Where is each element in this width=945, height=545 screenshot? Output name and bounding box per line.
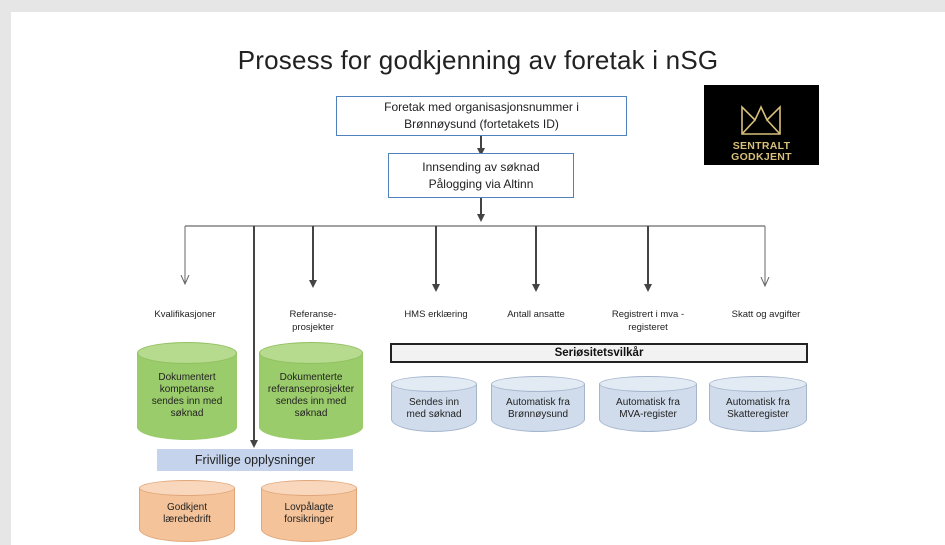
box-foretak-line1: Foretak med organisasjonsnummer i — [384, 100, 579, 114]
label-skatt: Skatt og avgifter — [731, 309, 801, 320]
label-ansatte: Antall ansatte — [507, 309, 565, 320]
cylinder-forsikringer: Lovpålagte forsikringer — [261, 480, 357, 542]
cylinder-kompetanse: Dokumentert kompetanse sendes inn med sø… — [137, 342, 237, 440]
label-mva-line1: Registrert i mva - — [611, 309, 685, 320]
cylinder-kompetanse-text: Dokumentert kompetanse sendes inn med sø… — [151, 372, 223, 419]
cylinder-sendes-inn-text: Sendes inn med søknad — [406, 397, 462, 420]
cylinder-laerebedrift: Godkjent lærebedrift — [139, 480, 235, 542]
frivillige-banner: Frivillige opplysninger — [157, 449, 353, 471]
cylinder-referanse-text: Dokumenterte referanseprosjekter sendes … — [267, 372, 355, 419]
cylinder-bronnoysund: Automatisk fra Brønnøysund — [491, 376, 585, 432]
connectors — [11, 134, 945, 448]
label-mva-line2: registeret — [628, 322, 668, 333]
cylinder-sendes-inn: Sendes inn med søknad — [391, 376, 477, 432]
cylinder-laerebedrift-text: Godkjent lærebedrift — [163, 502, 211, 525]
seriositet-banner: Seriøsitetsvilkår — [390, 343, 808, 363]
label-hms: HMS erklæring — [404, 309, 468, 320]
box-innsending-line2: Pålogging via Altinn — [428, 176, 534, 191]
label-kvalifikasjoner: Kvalifikasjoner — [154, 309, 216, 320]
cylinder-bronnoysund-text: Automatisk fra Brønnøysund — [506, 397, 570, 420]
box-foretak-line2: Brønnøysund (fortetakets ID) — [404, 117, 559, 131]
slide-title: Prosess for godkjenning av foretak i nSG — [237, 45, 719, 75]
cylinder-referanse: Dokumenterte referanseprosjekter sendes … — [259, 342, 363, 440]
cylinder-skatteregister-text: Automatisk fra Skatteregister — [726, 397, 790, 420]
cylinder-mva-register-text: Automatisk fra MVA-register — [616, 397, 680, 420]
cylinder-mva-register: Automatisk fra MVA-register — [599, 376, 697, 432]
cylinder-skatteregister: Automatisk fra Skatteregister — [709, 376, 807, 432]
cylinder-forsikringer-text: Lovpålagte forsikringer — [284, 502, 334, 525]
label-referanse: Referanse- prosjekter — [261, 308, 365, 334]
label-mva: Registrert i mva - registeret — [596, 308, 700, 334]
slide: Prosess for godkjenning av foretak i nSG… — [11, 12, 945, 545]
logo-text-sentralt: SENTRALT — [732, 140, 791, 152]
box-innsending: Innsending av søknad Pålogging via Altin… — [388, 153, 574, 198]
box-innsending-line1: Innsending av søknad — [422, 159, 540, 174]
label-referanse-line2: prosjekter — [292, 322, 334, 333]
logo-text-godkjent: GODKJENT — [731, 151, 792, 163]
box-foretak: Foretak med organisasjonsnummer i Brønnø… — [336, 96, 627, 136]
sentralt-godkjent-logo: SENTRALT GODKJENT — [704, 85, 819, 165]
label-referanse-line1: Referanse- — [289, 309, 337, 320]
crown-logo-icon — [741, 105, 781, 135]
